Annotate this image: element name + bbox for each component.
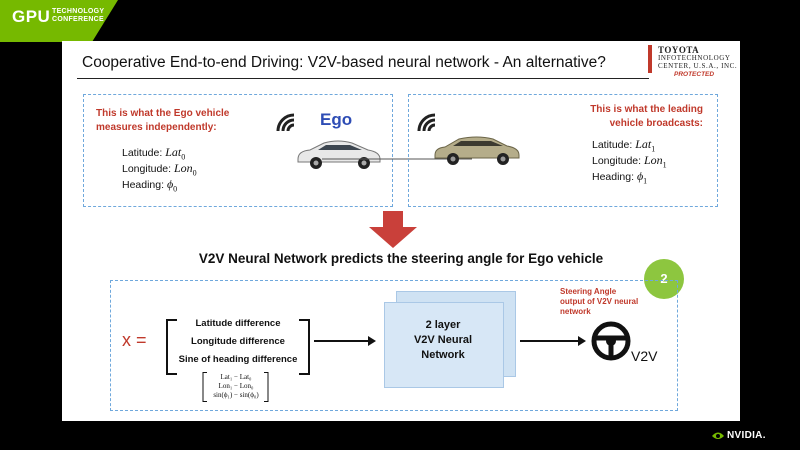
feature-latitude-difference: Latitude difference: [195, 318, 281, 329]
down-arrow-icon: [369, 211, 417, 248]
ego-panel-heading: This is what the Ego vehicle measures in…: [96, 108, 230, 133]
formula-vector: Lat₁ − Lat₀ Lon₁ − Lon₀ sin(ϕ₁) − sin(ϕ₀…: [213, 373, 259, 399]
feature-longitude-difference: Longitude difference: [191, 336, 285, 347]
network-layer-front: [384, 302, 504, 388]
ego-heading: Heading: ϕ0: [122, 177, 178, 194]
network-diagram-panel: [110, 280, 678, 411]
leading-latitude: Latitude: Lat1: [592, 137, 656, 154]
arrow-to-output-icon: [520, 336, 586, 346]
ego-vehicle-panel: This is what the Ego vehicle measures in…: [83, 94, 393, 207]
ego-longitude: Longitude: Lon0: [122, 161, 197, 178]
leading-car-icon: [434, 136, 520, 165]
slide: Cooperative End-to-end Driving: V2V-base…: [62, 41, 740, 421]
leading-longitude: Longitude: Lon1: [592, 153, 667, 170]
toyota-logo-line2: CENTER, U.S.A., INC.: [658, 62, 738, 70]
gtc-conference-text: TECHNOLOGY CONFERENCE: [52, 8, 105, 23]
arrow-to-network-icon: [314, 336, 376, 346]
right-bracket-icon: [299, 319, 310, 375]
leading-panel-heading: This is what the leading vehicle broadca…: [590, 104, 703, 129]
nn-section-title: V2V Neural Network predicts the steering…: [198, 251, 604, 266]
wifi-signal-icon: [276, 113, 295, 132]
left-bracket-icon: [166, 319, 177, 375]
ego-latitude: Latitude: Lat0: [122, 145, 186, 162]
feature-heading-difference: Sine of heading difference: [178, 354, 298, 365]
toyota-logo-line1: INFOTECHNOLOGY: [658, 54, 731, 62]
ego-car-icon: [297, 140, 381, 169]
ego-vehicle-label: Ego: [320, 110, 353, 129]
v2v-output-label: V2V: [631, 348, 658, 364]
title-divider: [77, 78, 649, 79]
protected-label: PROTECTED: [674, 71, 715, 78]
network-label: 2 layer V2V Neural Network: [413, 319, 473, 361]
formula-right-bracket-icon: [264, 372, 269, 402]
toyota-logo-name: TOYOTA: [658, 45, 700, 55]
formula-left-bracket-icon: [202, 372, 207, 402]
input-vector-label: x =: [122, 330, 147, 350]
wifi-signal-icon: [417, 113, 436, 132]
leading-heading: Heading: ϕ1: [592, 169, 648, 186]
steering-angle-caption: Steering Angle output of V2V neural netw…: [560, 287, 639, 316]
gtc-badge: [0, 0, 118, 42]
gtc-gpu-text: GPU: [12, 7, 51, 26]
toyota-logo-mark-icon: [648, 45, 652, 73]
slide-title: Cooperative End-to-end Driving: V2V-base…: [82, 54, 606, 71]
steering-wheel-icon: [591, 321, 631, 361]
leading-vehicle-panel: This is what the leading vehicle broadca…: [408, 94, 718, 207]
nvidia-logo-text: NVIDIA.: [727, 430, 766, 441]
nvidia-eye-icon: [712, 432, 724, 439]
